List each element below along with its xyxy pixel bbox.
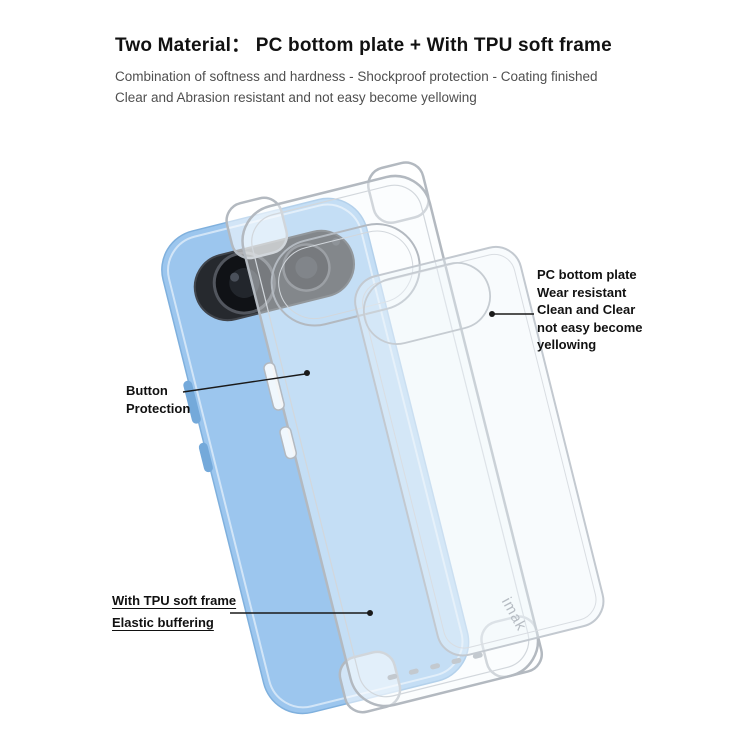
callout-line: not easy become [537, 319, 643, 335]
callout-line: Elastic buffering [112, 615, 214, 630]
frame-button-cover-power [279, 426, 298, 460]
port-cutout [387, 673, 398, 681]
callout-line: With TPU soft frame [112, 593, 237, 608]
port-cutout [408, 668, 419, 675]
leader-lines [182, 311, 534, 616]
tpu-frame-outline [241, 174, 540, 708]
callout-line: Button [126, 383, 168, 398]
plate-camera-cutout [362, 262, 491, 345]
tpu-leader-dot [367, 610, 373, 616]
callout-tpu-frame: With TPU soft frame Elastic buffering [112, 590, 236, 634]
callout-line: Protection [126, 400, 191, 416]
phone-illustration [161, 197, 470, 715]
camera-bar [193, 229, 355, 322]
callout-line: Wear resistant [537, 284, 627, 300]
callout-pc-plate: PC bottom plate Wear resistant Clean and… [537, 266, 667, 354]
port-cutout [430, 663, 441, 670]
callout-line: Clean and Clear [537, 302, 636, 317]
pc-plate-inner-line [362, 253, 597, 649]
subtitle: Combination of softness and hardness - S… [115, 66, 655, 108]
frame-camera-cutout [270, 223, 421, 327]
tpu-frame-illustration [225, 161, 543, 714]
subtitle-line-1: Combination of softness and hardness - S… [115, 69, 598, 84]
callout-line: yellowing [537, 337, 597, 352]
button-leader-line [182, 373, 306, 393]
pc-plate-illustration: imak [354, 245, 605, 657]
frame-button-cover-volume [263, 362, 285, 411]
header: Two Material： PC bottom plate + With TPU… [115, 30, 655, 108]
pc-plate-leader-dot [489, 311, 495, 317]
camera-lens-small-inner [295, 256, 318, 279]
pc-plate-outline [354, 245, 605, 657]
subtitle-line-2: Clear and Abrasion resistant and not eas… [115, 90, 477, 105]
tpu-frame-inner-line [251, 184, 530, 698]
callout-button-protection: Button Protection [126, 382, 190, 417]
port-cutout [451, 657, 462, 665]
phone-power-button [198, 442, 213, 473]
frame-camera-cutout-inner [278, 230, 414, 320]
camera-lens-glint [230, 272, 240, 282]
page-title: Two Material： PC bottom plate + With TPU… [115, 35, 612, 56]
callout-line: PC bottom plate [537, 267, 637, 282]
button-leader-dot [304, 370, 310, 376]
